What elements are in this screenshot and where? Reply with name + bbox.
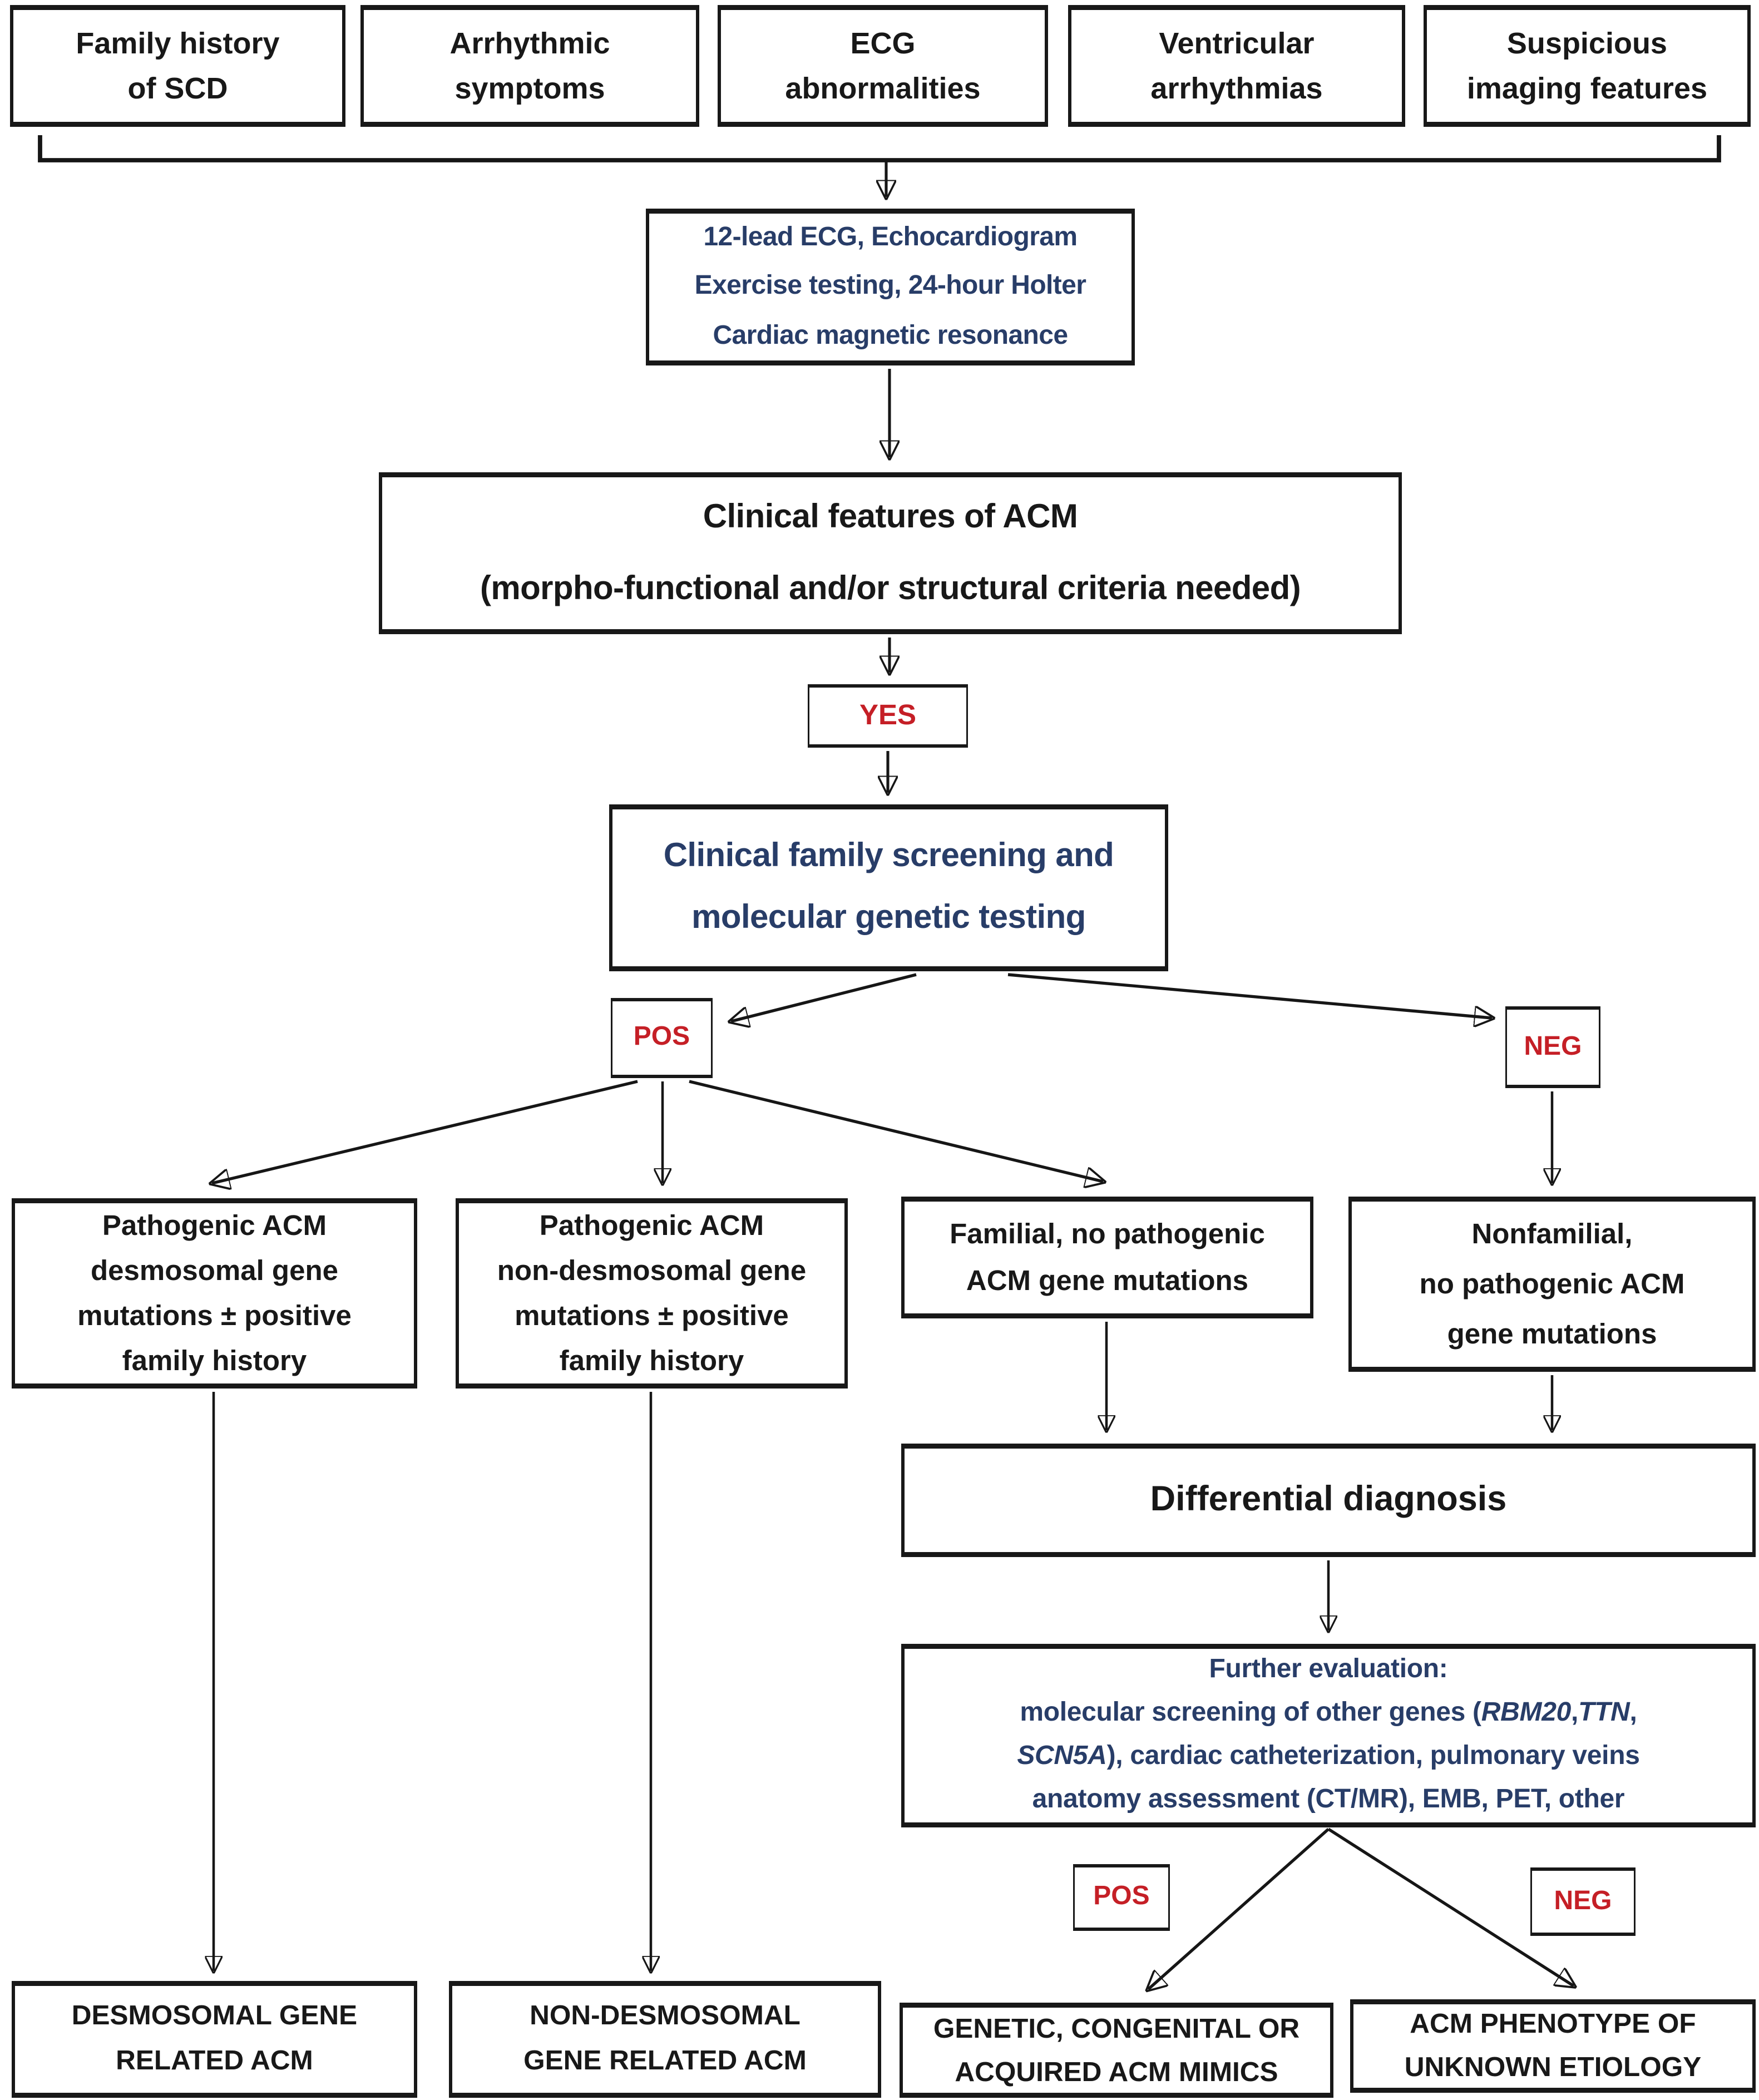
arrow-pos-to-familial [689,1080,1103,1182]
node-neg-genetic-testing: NEG [1505,1006,1600,1088]
node-acm-phenotype-unknown-etiology: ACM PHENOTYPE OF UNKNOWN ETIOLOGY [1350,1999,1756,2093]
node-pos-genetic-testing: POS [611,998,713,1078]
node-yes: YES [808,684,968,748]
node-ventricular-arrhythmias: Ventricular arrhythmias [1068,5,1405,127]
node-differential-diagnosis: Differential diagnosis [901,1444,1756,1557]
node-initial-tests: 12-lead ECG, Echocardiogram Exercise tes… [646,209,1135,365]
arrow-screening-to-neg [1007,973,1492,1018]
node-arrhythmic-symptoms: Arrhythmic symptoms [360,5,699,127]
node-genetic-congenital-acquired-acm-mimics: GENETIC, CONGENITAL OR ACQUIRED ACM MIMI… [900,2003,1333,2098]
arrow-further-to-mimics [1148,1827,1330,1989]
node-clinical-features-of-acm: Clinical features of ACM (morpho-functio… [379,472,1402,634]
node-suspicious-imaging-features: Suspicious imaging features [1424,5,1751,127]
arrow-screening-to-pos [731,973,917,1021]
node-ecg-abnormalities: ECG abnormalities [718,5,1048,127]
node-pathogenic-desmosomal-mutations: Pathogenic ACM desmosomal gene mutations… [12,1198,417,1389]
node-family-history-of-scd: Family history of SCD [10,5,345,127]
node-desmosomal-gene-related-acm: DESMOSOMAL GENE RELATED ACM [12,1981,417,2098]
gather-bracket [38,135,1721,162]
arrow-pos-to-desmosomal [212,1080,638,1183]
node-pos-further-evaluation: POS [1073,1864,1170,1931]
node-pathogenic-non-desmosomal-mutations: Pathogenic ACM non-desmosomal gene mutat… [456,1198,848,1389]
node-clinical-family-screening: Clinical family screening and molecular … [609,804,1168,971]
node-non-desmosomal-gene-related-acm: NON-DESMOSOMAL GENE RELATED ACM [449,1981,881,2098]
arrow-further-to-unknown [1327,1827,1574,1986]
node-neg-further-evaluation: NEG [1530,1867,1636,1936]
node-familial-no-pathogenic-mutations: Familial, no pathogenic ACM gene mutatio… [901,1197,1313,1318]
node-further-evaluation: Further evaluation:molecular screening o… [901,1644,1756,1827]
node-nonfamilial-no-pathogenic-mutations: Nonfamilial, no pathogenic ACM gene muta… [1348,1197,1756,1372]
